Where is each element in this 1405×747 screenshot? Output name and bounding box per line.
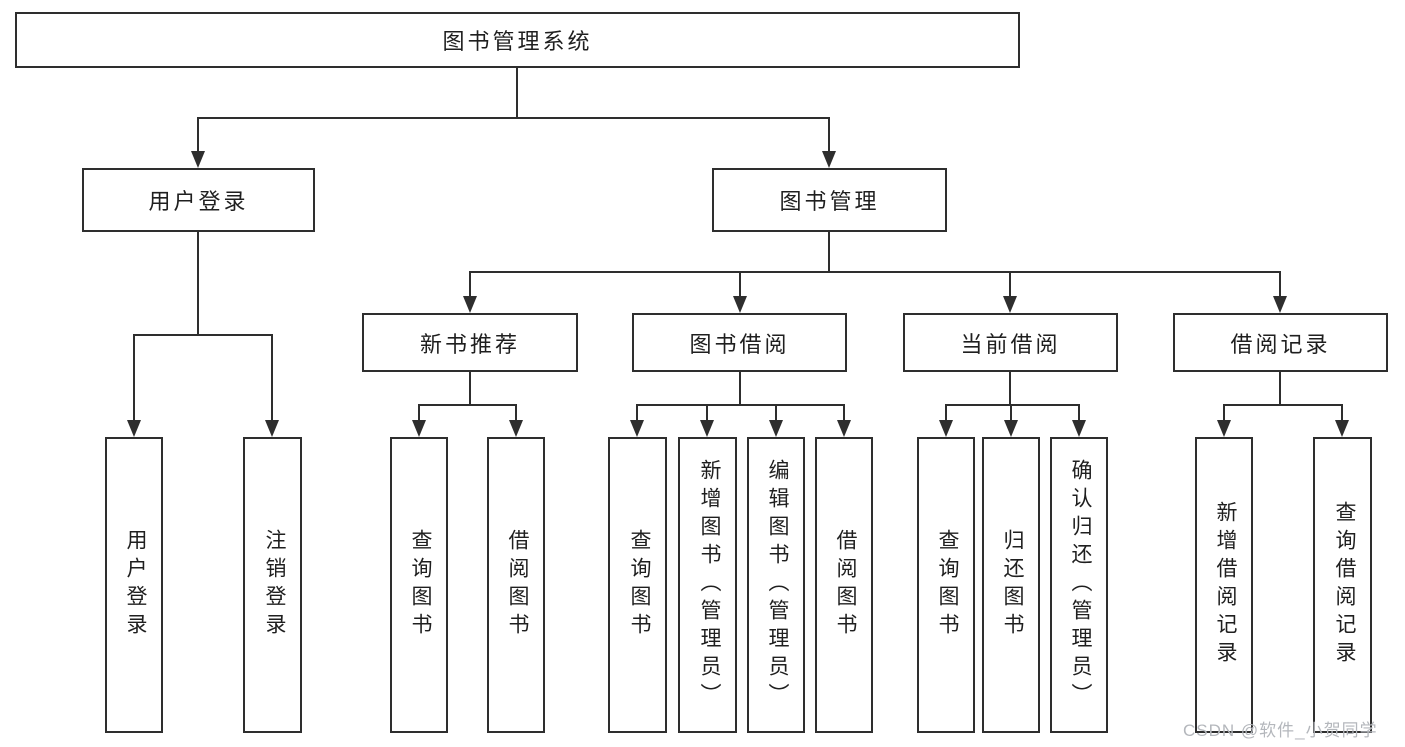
connector-line bbox=[469, 372, 471, 405]
connector-line bbox=[197, 232, 199, 335]
connector-line bbox=[1009, 272, 1011, 296]
node-root-label: 图书管理系统 bbox=[442, 29, 593, 54]
node-book-borrow-label: 图书借阅 bbox=[689, 331, 790, 357]
connector-line bbox=[271, 335, 273, 420]
node-user-login-label: 用户登录 bbox=[148, 189, 249, 214]
arrowhead-icon bbox=[509, 420, 523, 437]
leaf-records-add-record: 新增借阅记录 bbox=[1195, 437, 1253, 733]
node-book-management-label: 图书管理 bbox=[779, 189, 880, 214]
connector-line bbox=[706, 405, 708, 420]
node-new-book-recommend-label: 新书推荐 bbox=[419, 331, 520, 357]
arrowhead-icon bbox=[630, 420, 644, 437]
arrowhead-icon bbox=[939, 420, 953, 437]
csdn-watermark: CSDN @软件_小贺同学 bbox=[1183, 721, 1378, 740]
connector-line bbox=[739, 272, 741, 296]
node-book-borrow: 图书借阅 bbox=[632, 313, 847, 372]
connector-line bbox=[636, 404, 845, 406]
arrowhead-icon bbox=[191, 151, 205, 168]
node-current-borrow-label: 当前借阅 bbox=[960, 331, 1061, 357]
leaf-borrow-add-books-admin: 新增图书（管理员） bbox=[678, 437, 737, 733]
connector-line bbox=[945, 404, 1080, 406]
connector-line bbox=[469, 271, 1281, 273]
connector-line bbox=[1279, 372, 1281, 405]
leaf-user-login: 用户登录 bbox=[105, 437, 163, 733]
connector-line bbox=[828, 118, 830, 152]
leaf-borrow-edit-books-admin: 编辑图书（管理员） bbox=[747, 437, 805, 733]
arrowhead-icon bbox=[1273, 296, 1287, 313]
connector-line bbox=[945, 405, 947, 420]
arrowhead-icon bbox=[1335, 420, 1349, 437]
leaf-borrow-query-books: 查询图书 bbox=[608, 437, 667, 733]
leaf-current-confirm-return-admin: 确认归还（管理员） bbox=[1050, 437, 1108, 733]
arrowhead-icon bbox=[700, 420, 714, 437]
leaf-current-query-books: 查询图书 bbox=[917, 437, 975, 733]
arrowhead-icon bbox=[733, 296, 747, 313]
node-user-login: 用户登录 bbox=[82, 168, 315, 232]
arrowhead-icon bbox=[412, 420, 426, 437]
arrowhead-icon bbox=[127, 420, 141, 437]
connector-line bbox=[739, 372, 741, 405]
connector-line bbox=[775, 405, 777, 420]
arrowhead-icon bbox=[1072, 420, 1086, 437]
node-borrow-records-label: 借阅记录 bbox=[1230, 331, 1331, 357]
leaf-borrow-borrow-books: 借阅图书 bbox=[815, 437, 873, 733]
leaf-recommend-borrow-books: 借阅图书 bbox=[487, 437, 545, 733]
connector-line bbox=[418, 404, 517, 406]
connector-line bbox=[133, 334, 273, 336]
connector-line bbox=[515, 405, 517, 420]
connector-line bbox=[197, 118, 199, 152]
node-root-system: 图书管理系统 bbox=[15, 12, 1020, 68]
arrowhead-icon bbox=[769, 420, 783, 437]
arrowhead-icon bbox=[1217, 420, 1231, 437]
node-book-management: 图书管理 bbox=[712, 168, 947, 232]
leaf-logout-login: 注销登录 bbox=[243, 437, 302, 733]
connector-line bbox=[828, 232, 830, 272]
leaf-current-return-books: 归还图书 bbox=[982, 437, 1040, 733]
connector-line bbox=[1009, 372, 1011, 405]
connector-line bbox=[133, 335, 135, 420]
leaf-records-query-record: 查询借阅记录 bbox=[1313, 437, 1372, 733]
arrowhead-icon bbox=[463, 296, 477, 313]
connector-line bbox=[1223, 404, 1343, 406]
leaf-recommend-query-books: 查询图书 bbox=[390, 437, 448, 733]
connector-line bbox=[1279, 272, 1281, 296]
node-borrow-records: 借阅记录 bbox=[1173, 313, 1388, 372]
connector-line bbox=[418, 405, 420, 420]
connector-line bbox=[516, 68, 518, 118]
arrowhead-icon bbox=[837, 420, 851, 437]
connector-line bbox=[1078, 405, 1080, 420]
connector-line bbox=[636, 405, 638, 420]
node-current-borrow: 当前借阅 bbox=[903, 313, 1118, 372]
connector-line bbox=[197, 117, 830, 119]
connector-line bbox=[469, 272, 471, 296]
arrowhead-icon bbox=[822, 151, 836, 168]
arrowhead-icon bbox=[1003, 296, 1017, 313]
connector-line bbox=[1223, 405, 1225, 420]
arrowhead-icon bbox=[265, 420, 279, 437]
connector-line bbox=[1010, 405, 1012, 420]
connector-line bbox=[1341, 405, 1343, 420]
connector-line bbox=[843, 405, 845, 420]
arrowhead-icon bbox=[1004, 420, 1018, 437]
node-new-book-recommend: 新书推荐 bbox=[362, 313, 578, 372]
